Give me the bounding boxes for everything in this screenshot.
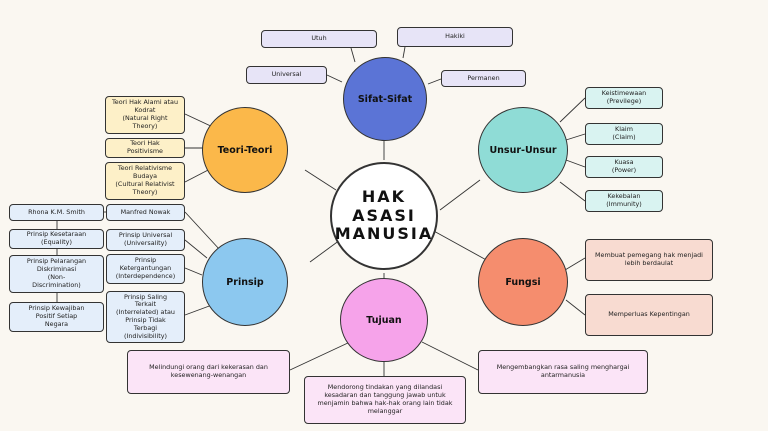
sifat-item-permanen: Permanen: [441, 70, 526, 87]
center-line-3: MANUSIA: [334, 224, 434, 244]
unsur-item-kuasa: Kuasa (Power): [585, 156, 663, 178]
node-sifat: Sifat-Sifat: [343, 57, 427, 141]
center-line-1: HAK: [361, 187, 407, 207]
prinsip-item-universal: Prinsip Universal (Universality): [106, 229, 185, 251]
node-unsur: Unsur-Unsur: [478, 107, 568, 193]
node-teori: Teori-Teori: [202, 107, 288, 193]
center-line-2: ASASI: [352, 205, 416, 225]
node-tujuan: Tujuan: [340, 278, 428, 362]
center-node: HAK ASASI MANUSIA: [330, 162, 438, 270]
prinsip-item-ketergantungan: Prinsip Ketergantungan (Interdependence): [106, 254, 185, 284]
sifat-item-hakiki: Hakiki: [397, 27, 513, 47]
prinsip-item-kesetaraan: Prinsip Kesetaraan (Equality): [9, 229, 104, 249]
node-prinsip: Prinsip: [202, 238, 288, 326]
node-fungsi: Fungsi: [478, 238, 568, 326]
teori-item-relativisme: Teori Relativisme Budaya (Cultural Relat…: [105, 162, 185, 200]
prinsip-item-pelarangan: Prinsip Pelarangan Diskriminasi (Non- Di…: [9, 255, 104, 293]
fungsi-item-kepentingan: Memperluas Kepentingan: [585, 294, 713, 336]
teori-item-hak-alami: Teori Hak Alami atau Kodrat (Natural Rig…: [105, 96, 185, 134]
unsur-item-klaim: Klaim (Claim): [585, 123, 663, 145]
prinsip-author-manfred: Manfred Nowak: [106, 204, 185, 221]
sifat-item-universal: Universal: [246, 66, 327, 84]
prinsip-item-kewajiban: Prinsip Kewajiban Positif Setiap Negara: [9, 302, 104, 332]
tujuan-item-mendorong: Mendorong tindakan yang dilandasi kesada…: [304, 376, 466, 424]
unsur-item-keistimewaan: Keistimewaan (Previlege): [585, 87, 663, 109]
sifat-item-utuh: Utuh: [261, 30, 377, 48]
tujuan-item-melindungi: Melindungi orang dari kekerasan dan kese…: [127, 350, 290, 394]
prinsip-item-saling-terkait: Prinsip Saling Terkait (Interrelated) at…: [106, 291, 185, 343]
unsur-item-kekebalan: Kekebalan (Immunity): [585, 190, 663, 212]
prinsip-author-rhona: Rhona K.M. Smith: [9, 204, 104, 221]
teori-item-hak-positivisme: Teori Hak Positivisme: [105, 138, 185, 158]
fungsi-item-berdaulat: Membuat pemegang hak menjadi lebih berda…: [585, 239, 713, 281]
tujuan-item-mengembangkan: Mengembangkan rasa saling menghargai ant…: [478, 350, 648, 394]
